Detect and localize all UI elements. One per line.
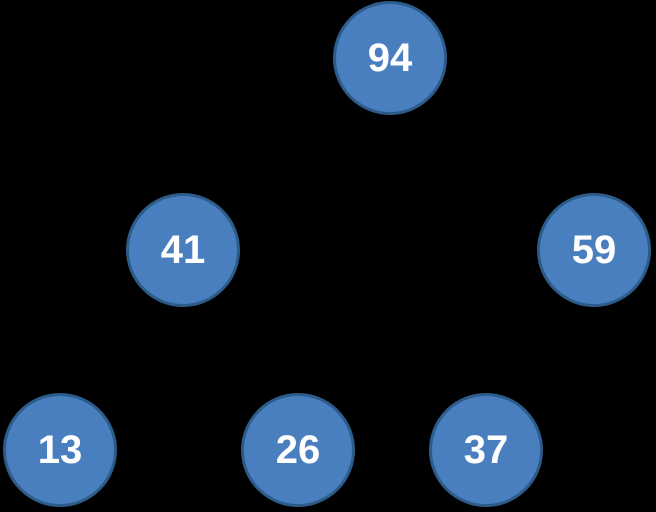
tree-node-59[interactable]: 59 xyxy=(537,193,651,307)
tree-node-37[interactable]: 37 xyxy=(429,393,543,507)
tree-node-label: 94 xyxy=(367,36,413,80)
tree-node-label: 41 xyxy=(160,228,206,272)
tree-node-41[interactable]: 41 xyxy=(126,193,240,307)
tree-node-label: 13 xyxy=(37,428,83,472)
tree-node-label: 26 xyxy=(275,428,321,472)
tree-node-94[interactable]: 94 xyxy=(333,1,447,115)
tree-node-26[interactable]: 26 xyxy=(241,393,355,507)
tree-node-label: 37 xyxy=(463,428,509,472)
tree-node-13[interactable]: 13 xyxy=(3,393,117,507)
tree-node-label: 59 xyxy=(571,228,617,272)
